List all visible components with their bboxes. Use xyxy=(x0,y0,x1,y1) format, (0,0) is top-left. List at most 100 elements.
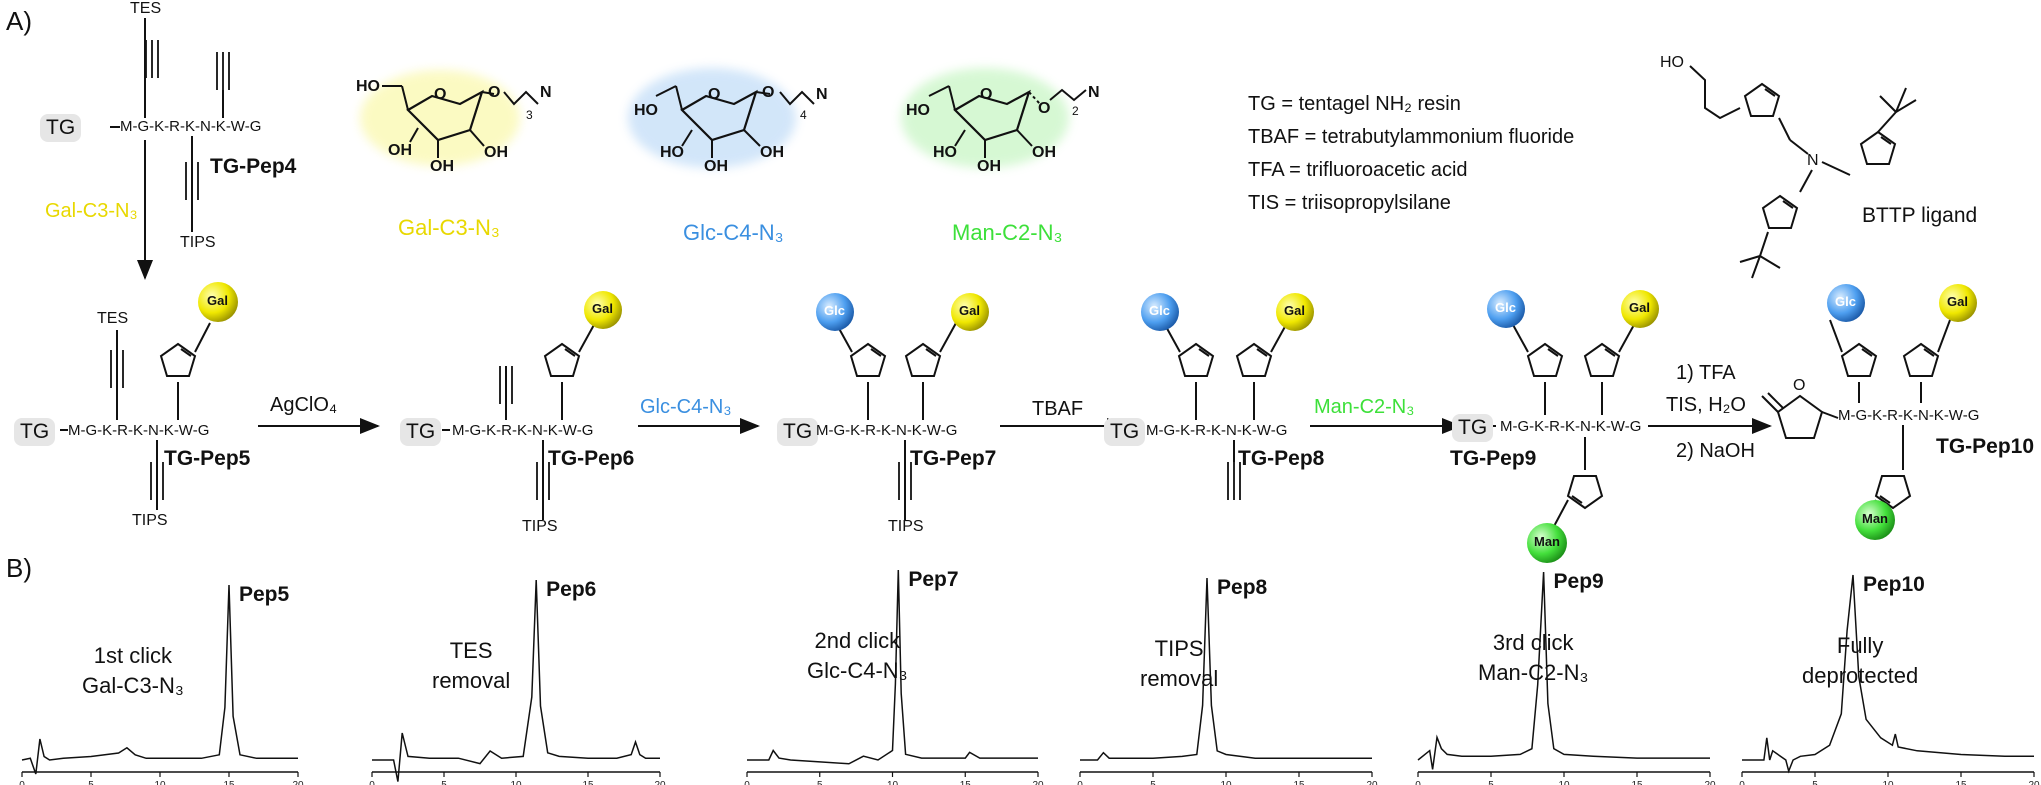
chrom-5-annotation-line2: deprotected xyxy=(1802,663,1919,688)
man-oh1: HO xyxy=(933,144,957,161)
chrom-1-trace xyxy=(372,579,660,782)
tag-man-pep10: Man xyxy=(1862,511,1888,526)
tag-glc-pep9: Glc xyxy=(1495,300,1516,315)
man-chain-sub: 2 xyxy=(1072,104,1079,118)
chrom-2-tick-label-1: 5 xyxy=(817,780,823,785)
chrom-1-tick-label-3: 15 xyxy=(582,780,594,785)
chrom-2-tick-label-4: 20 xyxy=(1032,780,1044,785)
chrom-5-annotation-line1: Fully xyxy=(1836,633,1884,658)
chrom-2-tick-label-2: 10 xyxy=(887,780,899,785)
man-n3: N xyxy=(1088,84,1100,101)
gal-link-o: O xyxy=(488,84,501,101)
abbr-tg: TG = tentagel NH₂ resin xyxy=(1248,93,1461,115)
pep8-label: TG-Pep8 xyxy=(1238,447,1325,470)
bttp-ho: HO xyxy=(1660,54,1684,71)
gal-n3: N xyxy=(540,84,552,101)
tag-gal-pep5: Gal xyxy=(207,293,228,308)
abbr-tis: TIS = triisopropylsilane xyxy=(1248,192,1451,214)
chrom-0-trace xyxy=(21,584,298,775)
glc-ring-o: O xyxy=(708,86,721,103)
reagent-glc: Glc-C4-N₃ xyxy=(640,396,732,418)
chrom-5-trace xyxy=(1742,574,2034,774)
pep4-sequence: M-G-K-R-K-N-K-W-G xyxy=(120,118,262,135)
chrom-2-title: Pep7 xyxy=(908,568,959,591)
gal-ring-o: O xyxy=(434,86,447,103)
pep4-label: TG-Pep4 xyxy=(210,155,297,178)
chrom-0-annotation-line2: Gal-C3-N₃ xyxy=(82,673,184,698)
gal-oh2: OH xyxy=(430,158,454,175)
pep4-structure xyxy=(110,18,230,280)
chrom-5-tick-label-0: 0 xyxy=(1739,780,1745,785)
pep9-sequence: M-G-K-R-K-N-K-W-G xyxy=(1500,418,1642,435)
tag-glc-pep10: Glc xyxy=(1835,294,1856,309)
reagent-man: Man-C2-N₃ xyxy=(1314,396,1415,418)
chrom-2-annotation-line1: 2nd click xyxy=(814,628,901,653)
chrom-3-tick-label-0: 0 xyxy=(1077,780,1083,785)
pep6-sequence: M-G-K-R-K-N-K-W-G xyxy=(452,422,594,439)
chrom-4-tick-label-1: 5 xyxy=(1488,780,1494,785)
chrom-2-annotation-line2: Glc-C4-N₃ xyxy=(807,658,908,683)
chrom-4-trace xyxy=(1417,571,1710,770)
chrom-1-annotation-line1: TES xyxy=(449,638,493,663)
gal-oh3: OH xyxy=(484,144,508,161)
abbr-tbaf: TBAF = tetrabutylammonium fluoride xyxy=(1248,126,1575,148)
man-oh2: OH xyxy=(977,158,1001,175)
chrom-3-title: Pep8 xyxy=(1217,576,1268,599)
pep5-label: TG-Pep5 xyxy=(164,447,251,470)
tag-glc-pep7: Glc xyxy=(824,303,845,318)
gal-oh1: OH xyxy=(388,142,412,159)
chromatogram-layer: 0510152005101520051015200510152005101520… xyxy=(19,569,2040,785)
chrom-4-title: Pep9 xyxy=(1553,570,1604,593)
chrom-1-tick-label-4: 20 xyxy=(654,780,666,785)
pep7-resin: TG xyxy=(777,418,819,446)
chrom-3-tick-label-4: 20 xyxy=(1366,780,1378,785)
chrom-3-tick-label-2: 10 xyxy=(1220,780,1232,785)
chrom-0-tick-label-0: 0 xyxy=(19,780,25,785)
sugar-label-gal: Gal-C3-N₃ xyxy=(398,215,500,240)
pep10-sequence: M-G-K-R-K-N-K-W-G xyxy=(1838,407,1980,424)
chrom-4-tick-label-3: 15 xyxy=(1631,780,1643,785)
panel-b-label: B) xyxy=(6,553,32,583)
reagent-tis: TIS, H₂O xyxy=(1666,394,1746,416)
abbr-tfa: TFA = trifluoroacetic acid xyxy=(1248,159,1468,181)
sugar-label-glc: Glc-C4-N₃ xyxy=(683,220,784,245)
chrom-3-annotation-line2: removal xyxy=(1140,666,1219,691)
pep8-sequence: M-G-K-R-K-N-K-W-G xyxy=(1146,422,1288,439)
pep6-structure xyxy=(442,322,596,520)
glc-oh1: HO xyxy=(660,144,684,161)
pep5-tips: TIPS xyxy=(132,512,168,529)
chrom-0-tick-label-1: 5 xyxy=(88,780,94,785)
sugar-gal-structure xyxy=(360,70,539,166)
abbreviations-list: TG = tentagel NH₂ resin TBAF = tetrabuty… xyxy=(1248,88,1574,220)
chrom-0-annotation-line1: 1st click xyxy=(93,643,173,668)
chrom-4-annotation-line1: 3rd click xyxy=(1492,630,1574,655)
chrom-2-tick-label-3: 15 xyxy=(960,780,972,785)
pep4-tips: TIPS xyxy=(180,234,216,251)
man-oh3: OH xyxy=(1032,144,1056,161)
chrom-3-tick-label-1: 5 xyxy=(1150,780,1156,785)
chrom-5-title: Pep10 xyxy=(1862,573,1925,596)
gal-chain-sub: 3 xyxy=(526,108,533,122)
chrom-3-annotation-line1: TIPS xyxy=(1154,636,1204,661)
reagent-gal: Gal-C3-N₃ xyxy=(45,200,138,222)
chrom-5-tick-label-4: 20 xyxy=(2028,780,2040,785)
pep5-structure xyxy=(60,322,211,510)
pep8-structure xyxy=(1136,322,1288,501)
tag-gal-pep10: Gal xyxy=(1947,294,1968,309)
pep10-structure xyxy=(1761,319,1951,531)
pep5-sequence: M-G-K-R-K-N-K-W-G xyxy=(68,422,210,439)
chrom-3-annotation: TIPS removal xyxy=(1140,634,1218,694)
reagent-ag: AgClO₄ xyxy=(270,394,338,416)
chrom-2-tick-label-0: 0 xyxy=(744,780,750,785)
man-link-o: O xyxy=(1038,100,1051,117)
pep10-label: TG-Pep10 xyxy=(1936,435,2035,458)
sugar-man-structure xyxy=(901,68,1087,168)
glc-ho: HO xyxy=(634,102,658,119)
man-ring-o: O xyxy=(980,86,993,103)
chrom-5-tick-label-3: 15 xyxy=(1955,780,1967,785)
man-ho: HO xyxy=(906,102,930,119)
sugar-glc-structure xyxy=(628,68,815,168)
glc-oh3: OH xyxy=(760,144,784,161)
chrom-4-annotation-line2: Man-C2-N₃ xyxy=(1478,660,1589,685)
